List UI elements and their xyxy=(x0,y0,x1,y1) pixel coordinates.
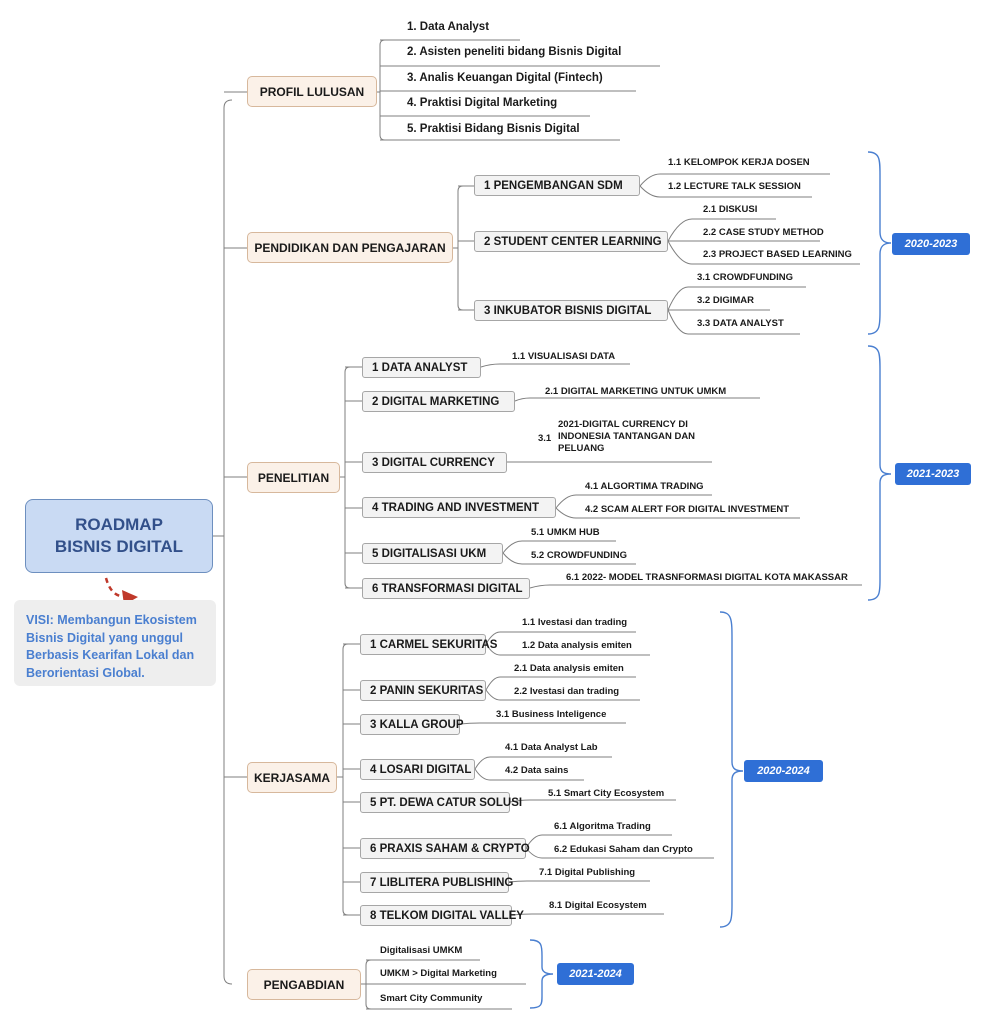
root-node[interactable]: ROADMAP BISNIS DIGITAL xyxy=(25,499,213,573)
kerjasama-item: 7.1 Digital Publishing xyxy=(539,867,636,878)
pendidikan-item: 2.3 PROJECT BASED LEARNING xyxy=(703,249,852,260)
pendidikan-item: 3.2 DIGIMAR xyxy=(697,295,755,306)
sub-digital-marketing[interactable]: 2 DIGITAL MARKETING xyxy=(362,391,515,412)
penelitian-item: 2021-DIGITAL CURRENCY DI INDONESIA TANTA… xyxy=(558,419,696,454)
penelitian-item: 5.2 CROWDFUNDING xyxy=(531,550,628,561)
sub-transformasi-digital[interactable]: 6 TRANSFORMASI DIGITAL xyxy=(362,578,530,599)
pendidikan-item: 1.1 KELOMPOK KERJA DOSEN xyxy=(668,157,810,168)
sub-panin-sekuritas[interactable]: 2 PANIN SEKURITAS xyxy=(360,680,486,701)
root-title-line2: BISNIS DIGITAL xyxy=(54,537,184,556)
branch-kerjasama[interactable]: KERJASAMA xyxy=(247,762,337,793)
sub-trading-and-investment[interactable]: 4 TRADING AND INVESTMENT xyxy=(362,497,556,518)
kerjasama-item: 8.1 Digital Ecosystem xyxy=(549,900,647,911)
kerjasama-item: 3.1 Business Inteligence xyxy=(496,709,607,720)
pendidikan-item: 1.2 LECTURE TALK SESSION xyxy=(668,181,801,192)
sub-carmel-sekuritas[interactable]: 1 CARMEL SEKURITAS xyxy=(360,634,497,655)
pengabdian-item: UMKM > Digital Marketing xyxy=(380,968,497,979)
period-tag-pengabdian: 2021-2024 xyxy=(557,963,634,985)
sub-student-center-learning[interactable]: 2 STUDENT CENTER LEARNING xyxy=(474,231,668,252)
pengabdian-item: Digitalisasi UMKM xyxy=(380,945,463,956)
pendidikan-item: 3.1 CROWDFUNDING xyxy=(697,272,794,283)
kerjasama-item: 2.1 Data analysis emiten xyxy=(514,663,624,674)
penelitian-item: 2.1 DIGITAL MARKETING UNTUK UMKM xyxy=(545,386,727,397)
penelitian-item: 4.1 ALGORTIMA TRADING xyxy=(585,481,704,492)
penelitian-item: 4.2 SCAM ALERT FOR DIGITAL INVESTMENT xyxy=(585,504,790,515)
kerjasama-item: 6.1 Algoritma Trading xyxy=(554,821,651,832)
pendidikan-item: 3.3 DATA ANALYST xyxy=(697,318,784,329)
sub-telkom-digital-valley[interactable]: 8 TELKOM DIGITAL VALLEY xyxy=(360,905,524,926)
profil-item: 3. Analis Keuangan Digital (Fintech) xyxy=(407,72,603,84)
kerjasama-item: 2.2 Ivestasi dan trading xyxy=(514,686,620,697)
branch-penelitian[interactable]: PENELITIAN xyxy=(247,462,340,493)
sub-losari-digital[interactable]: 4 LOSARI DIGITAL xyxy=(360,759,475,780)
vision-note: VISI: Membangun Ekosistem Bisnis Digital… xyxy=(14,600,216,686)
branch-profil-lulusan[interactable]: PROFIL LULUSAN xyxy=(247,76,377,107)
kerjasama-item: 1.2 Data analysis emiten xyxy=(522,640,632,651)
kerjasama-item: 5.1 Smart City Ecosystem xyxy=(548,788,665,799)
pendidikan-item: 2.1 DISKUSI xyxy=(703,204,758,215)
sub-praxis-saham-crypto[interactable]: 6 PRAXIS SAHAM & CRYPTO xyxy=(360,838,530,859)
branch-pengabdian[interactable]: PENGABDIAN xyxy=(247,969,361,1000)
sub-pengembangan-sdm[interactable]: 1 PENGEMBANGAN SDM xyxy=(474,175,640,196)
sub-data-analyst[interactable]: 1 DATA ANALYST xyxy=(362,357,481,378)
period-tag-penelitian: 2021-2023 xyxy=(895,463,971,485)
penelitian-item: 1.1 VISUALISASI DATA xyxy=(512,351,616,362)
profil-item: 2. Asisten peneliti bidang Bisnis Digita… xyxy=(407,46,622,58)
sub-digital-currency[interactable]: 3 DIGITAL CURRENCY xyxy=(362,452,507,473)
profil-item: 5. Praktisi Bidang Bisnis Digital xyxy=(407,123,580,135)
penelitian-item: 6.1 2022- MODEL TRASNFORMASI DIGITAL KOT… xyxy=(566,572,848,583)
sub-pt-dewa-catur-solusi[interactable]: 5 PT. DEWA CATUR SOLUSI xyxy=(360,792,522,813)
profil-item: 1. Data Analyst xyxy=(407,21,490,33)
penelitian-item: 5.1 UMKM HUB xyxy=(531,527,600,538)
sub-digitalisasi-ukm[interactable]: 5 DIGITALISASI UKM xyxy=(362,543,503,564)
kerjasama-item: 4.2 Data sains xyxy=(505,765,569,776)
penelitian-item-number: 3.1 xyxy=(538,433,552,444)
profil-item: 4. Praktisi Digital Marketing xyxy=(407,97,558,109)
kerjasama-item: 6.2 Edukasi Saham dan Crypto xyxy=(554,844,693,855)
branch-pendidikan[interactable]: PENDIDIKAN DAN PENGAJARAN xyxy=(247,232,453,263)
period-tag-kerjasama: 2020-2024 xyxy=(744,760,823,782)
kerjasama-item: 1.1 Ivestasi dan trading xyxy=(522,617,628,628)
root-title-line1: ROADMAP xyxy=(75,515,163,534)
sub-liblitera-publishing[interactable]: 7 LIBLITERA PUBLISHING xyxy=(360,872,513,893)
pengabdian-item: Smart City Community xyxy=(380,993,483,1004)
sub-inkubator-bisnis-digital[interactable]: 3 INKUBATOR BISNIS DIGITAL xyxy=(474,300,668,321)
sub-kalla-group[interactable]: 3 KALLA GROUP xyxy=(360,714,464,735)
period-tag-pendidikan: 2020-2023 xyxy=(892,233,970,255)
kerjasama-item: 4.1 Data Analyst Lab xyxy=(505,742,598,753)
pendidikan-item: 2.2 CASE STUDY METHOD xyxy=(703,227,824,238)
